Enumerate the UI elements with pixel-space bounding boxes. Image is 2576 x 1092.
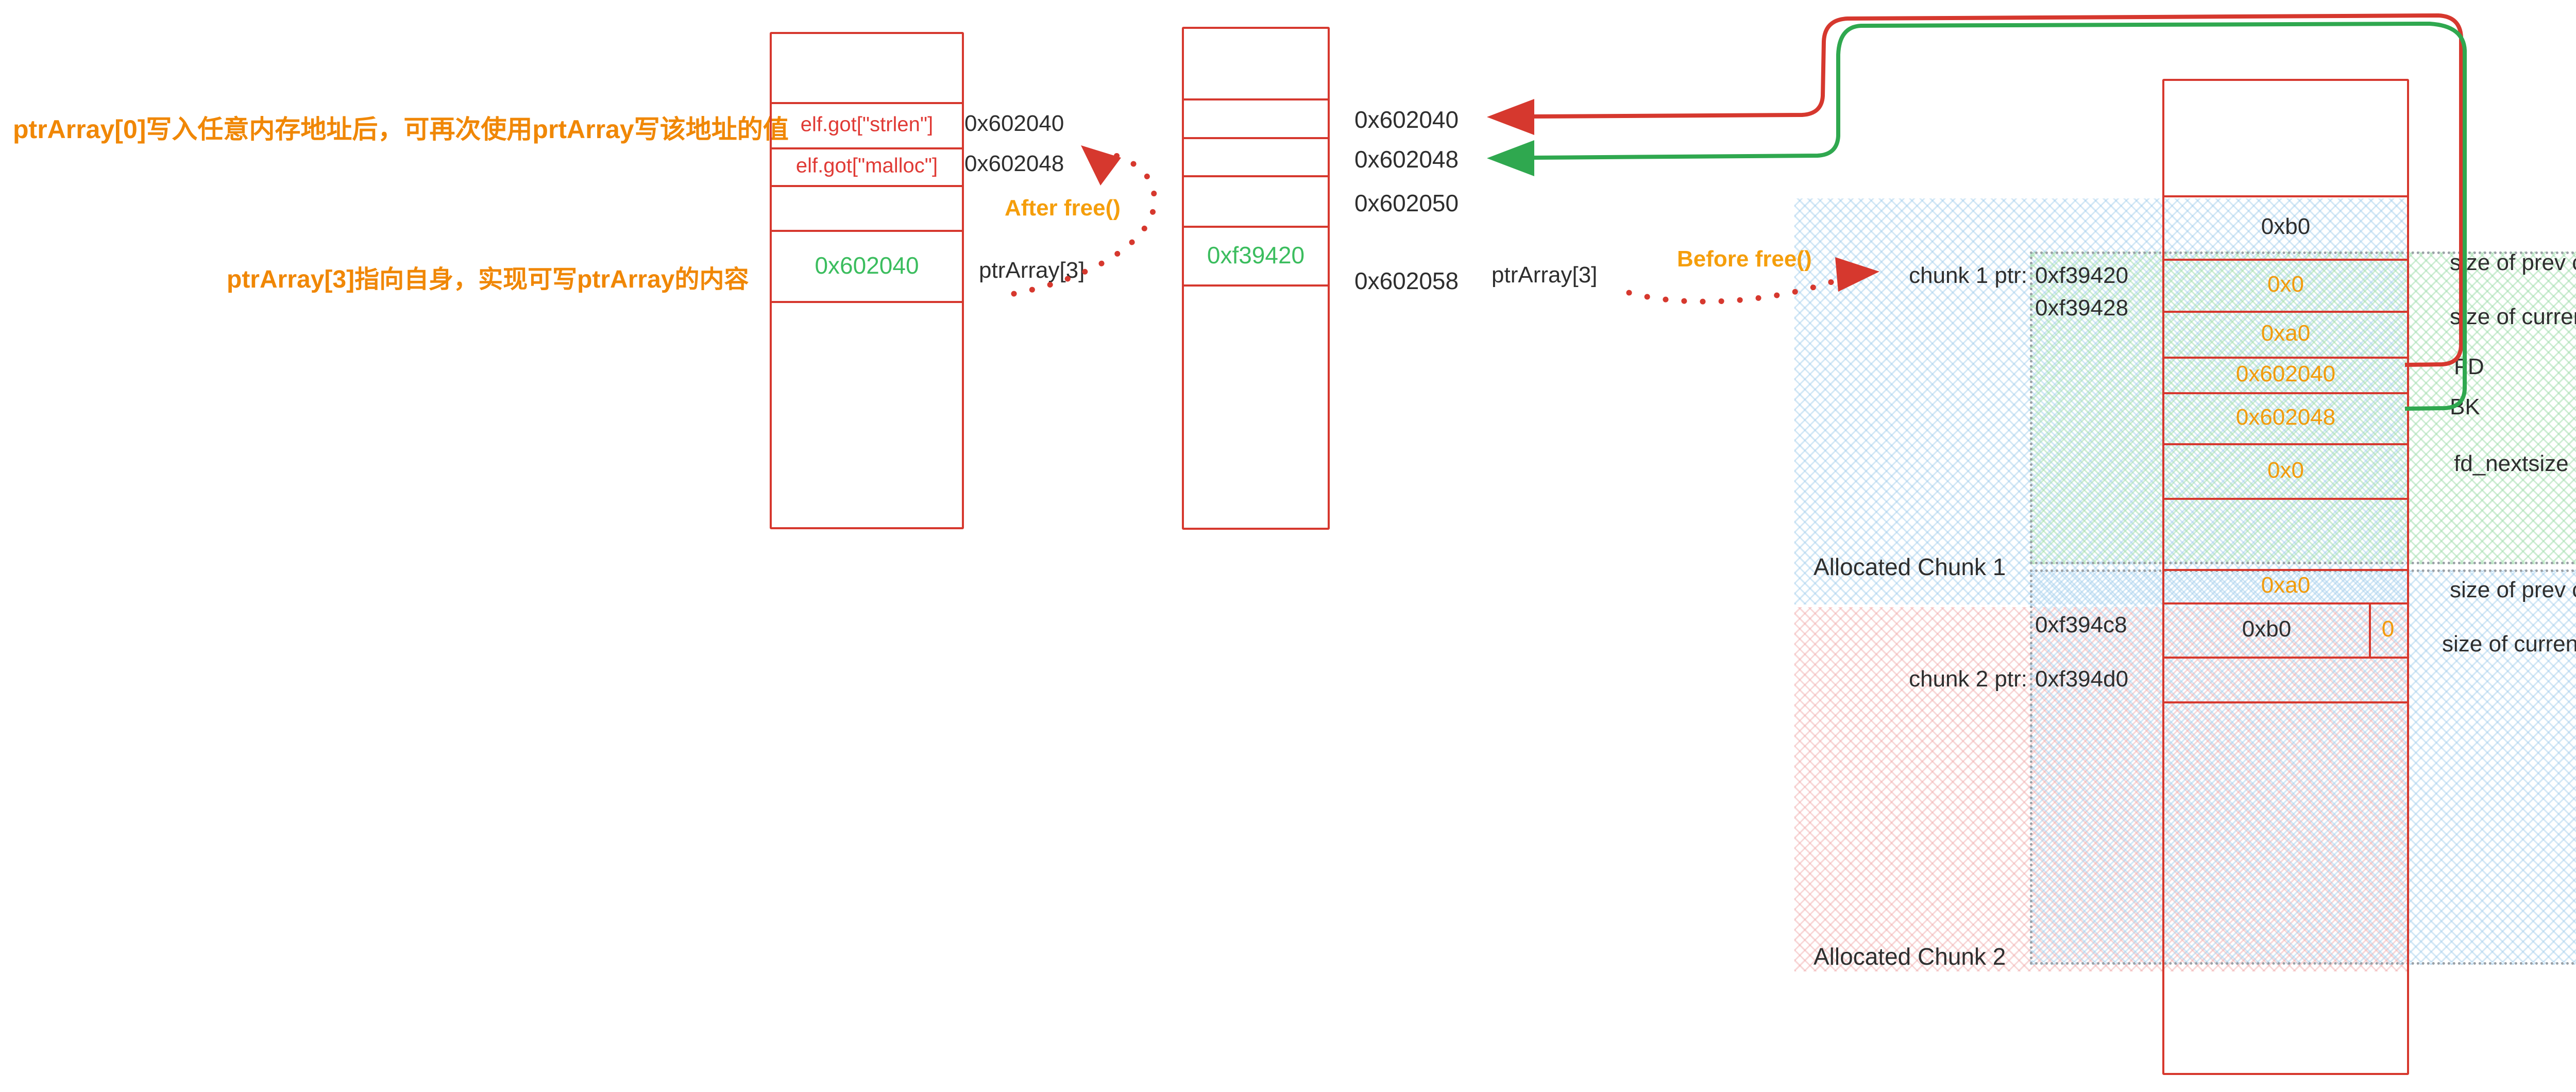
heap-size2-flag-divider [2369,602,2371,657]
region-allocated-chunk-2 [1794,607,2407,971]
region-freed-chunk-2 [2030,569,2576,965]
heap-row-divider [2164,311,2407,313]
heap-cell-size0: 0xb0 [2261,214,2311,239]
region-freed-chunk-1 [2030,251,2576,564]
heap-row-divider [2164,259,2407,261]
heap-cell-bk: 0x602048 [2235,405,2336,430]
label-allocated-chunk-1: Allocated Chunk 1 [1814,553,2006,580]
label-allocated-chunk-2: Allocated Chunk 2 [1814,943,2006,970]
heap-row-divider [2164,657,2407,659]
note-ptrarray3: ptrArray[3]指向自身，实现可写ptrArray的内容 [227,266,749,293]
heap-table: 0xb0 0x0 0xa0 0x602040 0x602048 0x0 0xa0… [2162,79,2409,1075]
heap-row-divider [2164,357,2407,359]
got-row-divider [772,147,962,149]
got-row-divider [772,102,962,104]
chunk1-second-addr: 0xf39428 [2035,295,2129,321]
ptr-row-divider [1184,137,1328,139]
ptr-row-divider [1184,175,1328,177]
got-table: elf.got["strlen"] elf.got["malloc"] 0x60… [770,32,964,529]
got-addr-malloc: 0x602048 [964,151,1064,176]
before-free-arrowhead [1835,257,1879,292]
bk-arrowhead [1487,140,1534,176]
ptrarray3-label-mid: ptrArray[3] [1492,262,1598,288]
heap-row-divider [2164,443,2407,445]
heap-cell-size2-flag: 0 [2381,616,2395,642]
mem-addr-602058: 0x602058 [1354,267,1459,294]
after-free-label: After free() [1005,195,1121,221]
heap-row-divider [2164,392,2407,394]
heap-row-divider [2164,569,2407,571]
got-malloc-cell: elf.got["malloc"] [795,154,938,177]
ptr-row-divider [1184,98,1328,100]
before-free-label: Before free() [1677,246,1812,272]
after-free-arrowhead [1081,145,1121,186]
field-label-prev2: size of prev chunck [2450,577,2576,602]
ptr-row-divider [1184,284,1328,287]
chunk1-ptr-value: 0xf39420 [2035,263,2129,288]
after-free-dotted-arrow [1011,152,1158,297]
field-label-size2: size of current chunk [2442,631,2576,657]
heap-cell-fdnext: 0x0 [2267,458,2304,483]
heap-row-divider [2164,498,2407,500]
bk-arrow-path [1532,21,2467,411]
got-value-cell: 0x602040 [815,252,919,279]
heap-cell-fd: 0x602040 [2235,361,2336,387]
heap-row-divider [2164,195,2407,197]
got-strlen-cell: elf.got["strlen"] [800,113,934,136]
ptrarray-table: 0xf39420 [1182,27,1330,530]
chunk2-prev-addr: 0xf394c8 [2035,612,2127,637]
mem-addr-602040: 0x602040 [1354,106,1459,133]
chunk2-ptr-label: chunk 2 ptr: [1909,666,2027,692]
before-free-dotted-arrow [1626,276,1842,305]
fd-arrow-path [1532,13,2463,367]
heap-cell-size2: 0xb0 [2242,616,2292,642]
chunk1-ptr-label: chunk 1 ptr: [1909,263,2027,288]
ptr-row-divider [1184,226,1328,228]
heap-row-divider [2164,602,2407,604]
got-row-divider [772,301,962,303]
mem-addr-602048: 0x602048 [1354,146,1459,173]
field-label-fdnextsize: fd_nextsize (only for large bins) [2454,451,2576,476]
heap-row-divider [2164,701,2407,703]
got-row-divider [772,185,962,187]
fd-arrowhead [1487,99,1534,135]
field-label-size1: size of current chunk [2450,304,2576,329]
heap-cell-size1: 0xa0 [2261,321,2311,346]
ptrarray-value-cell: 0xf39420 [1207,242,1305,268]
got-addr-strlen: 0x602040 [964,111,1064,136]
heap-cell-prev2: 0xa0 [2261,573,2311,598]
heap-cell-prev1: 0x0 [2267,272,2304,297]
chunk2-ptr-value: 0xf394d0 [2035,666,2129,692]
field-label-prev1: size of prev chunck [2450,250,2576,275]
got-row-divider [772,230,962,232]
note-ptrarray0: ptrArray[0]写入任意内存地址后，可再次使用prtArray写该地址的值 [13,115,789,144]
mem-addr-602050: 0x602050 [1354,190,1459,216]
